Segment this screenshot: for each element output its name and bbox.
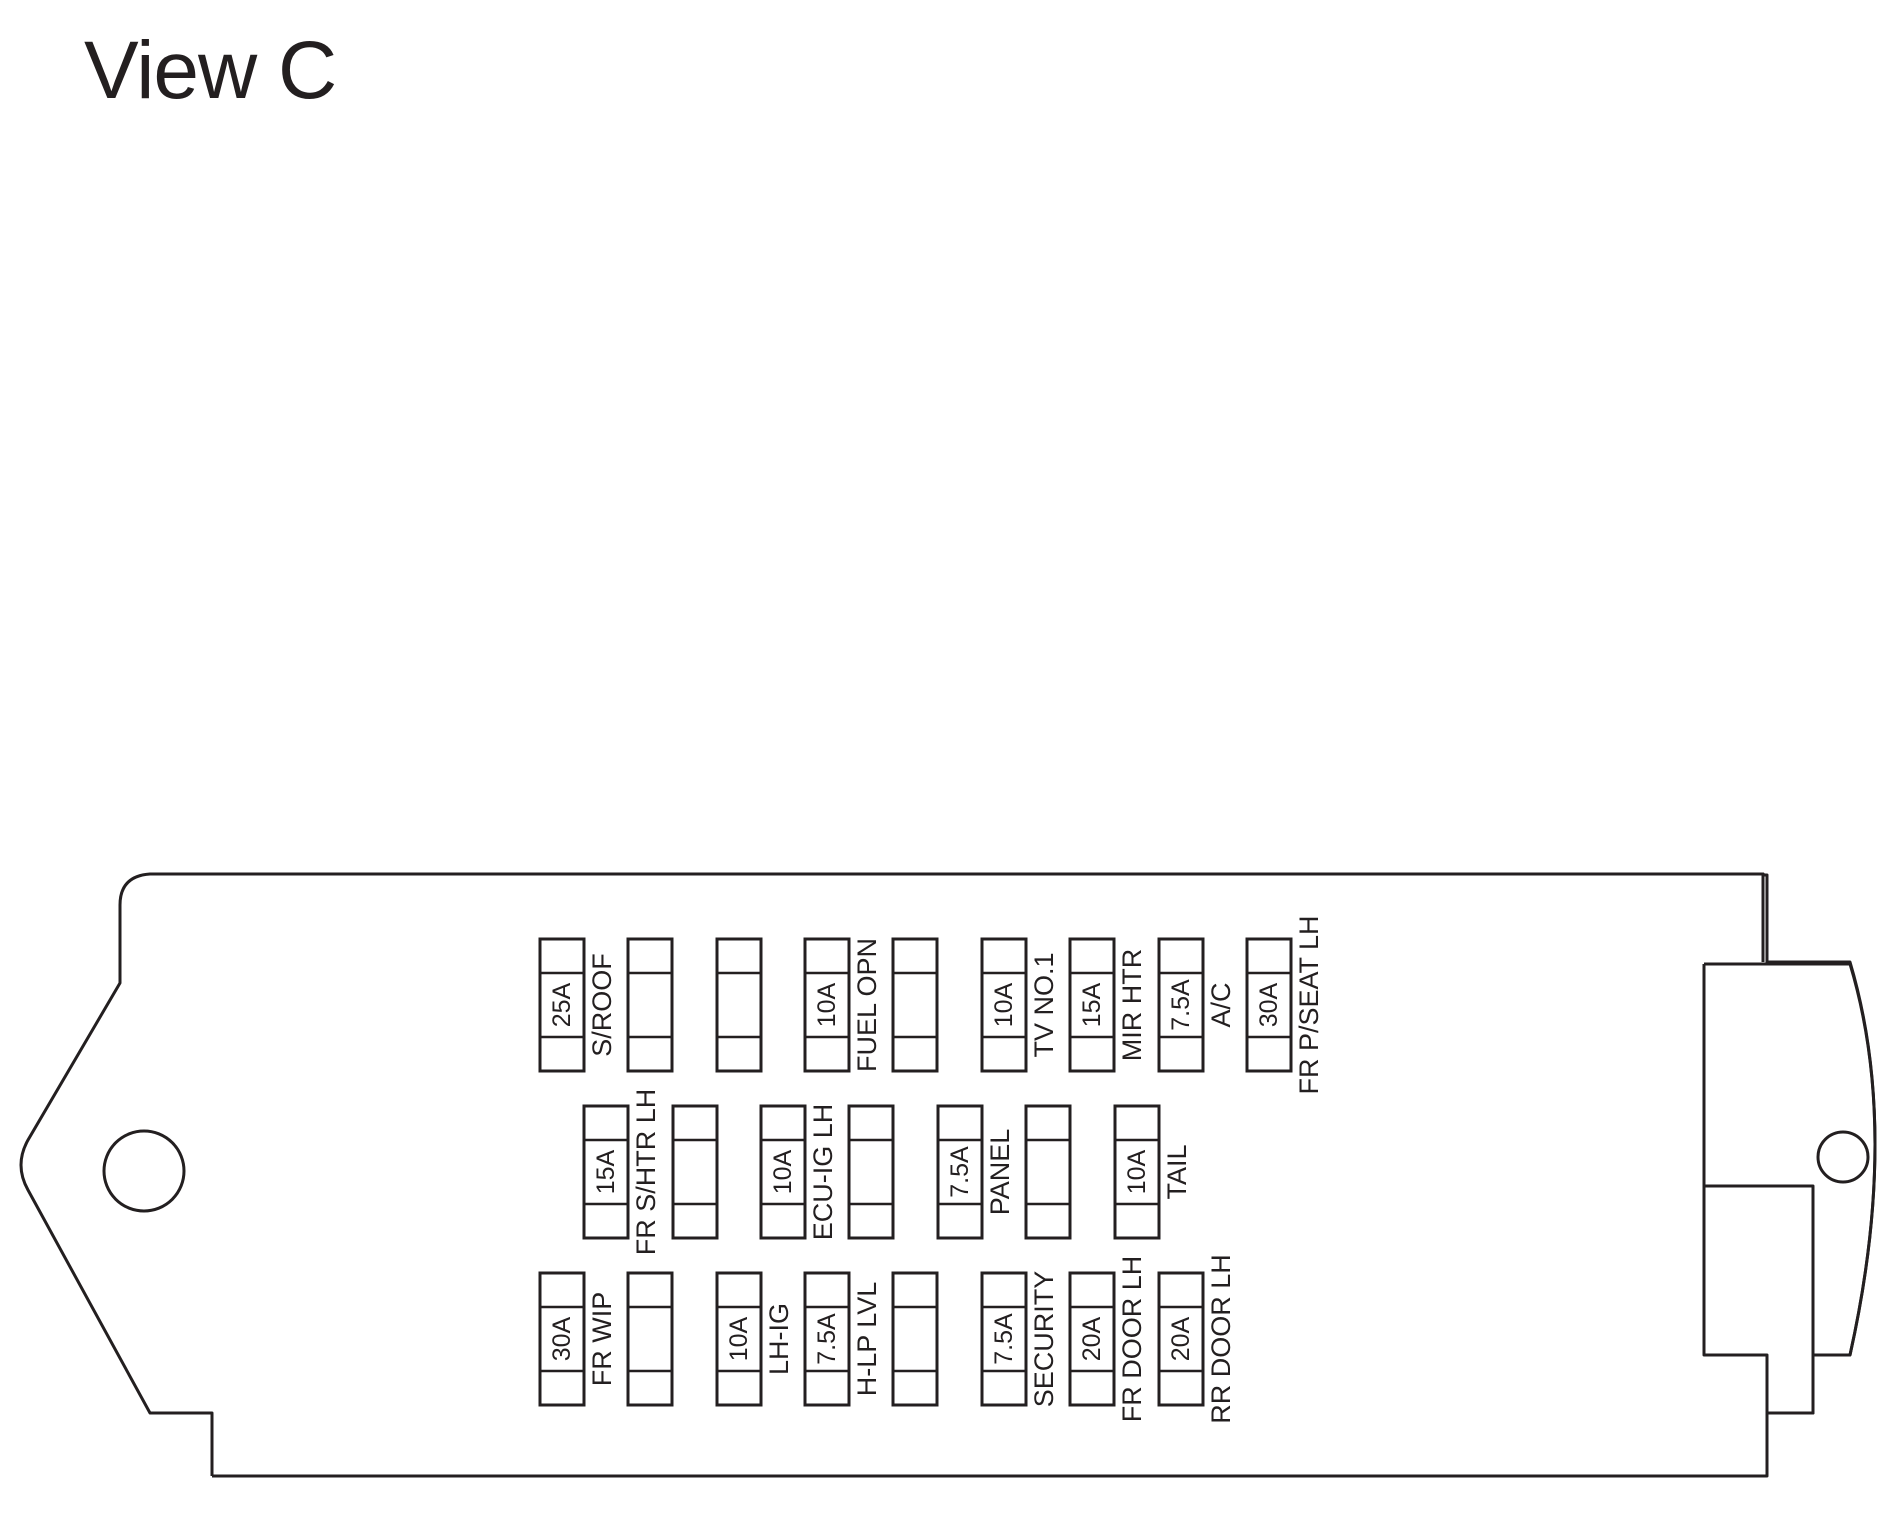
fuse-slot [891,937,939,1073]
mounting-hole-right [1816,1130,1870,1184]
fuse-label: MIR HTR [1117,949,1147,1061]
fuse-label: LH-IG [764,1303,794,1375]
fuse-label: H-LP LVL [852,1282,882,1397]
fuse-body [891,937,939,1073]
fuse-rating: 7.5A [990,1313,1018,1365]
fuse-body [538,1271,586,1407]
fuse-body [538,937,586,1073]
fuse-label: SECURITY [1029,1271,1059,1408]
fuse-body [626,1271,674,1407]
fuse-label: A/C [1206,982,1236,1027]
fuse-body [1157,937,1205,1073]
fuse-slot [626,937,674,1073]
fuse-slot: 30A FR WIP [538,1271,617,1407]
fuse-rating: 10A [990,982,1018,1027]
fuse-label: ECU-IG LH [808,1104,838,1241]
fuse-slot: 30A FR P/SEAT LH [1245,915,1324,1095]
fuse-slot: 7.5A SECURITY [980,1271,1059,1408]
fuse-rating: 30A [1255,982,1283,1027]
connector-block [1704,962,1877,1476]
fuse-label: FUEL OPN [852,938,882,1072]
fuse-body [980,1271,1028,1407]
fuse-body [803,937,851,1073]
fuse-rating: 15A [1078,982,1106,1027]
fuse-body [1245,937,1293,1073]
fuse-slot: 20A FR DOOR LH [1068,1256,1147,1423]
fuse-slot [1024,1104,1072,1240]
fuse-slot: 10A TV NO.1 [980,937,1059,1073]
fuse-rating: 7.5A [813,1313,841,1365]
fuse-label: FR S/HTR LH [631,1089,661,1256]
fuse-body [847,1104,895,1240]
mounting-hole-left [102,1129,186,1213]
fuse-label: S/ROOF [587,953,617,1057]
fuse-slot [715,937,763,1073]
fuse-body [936,1104,984,1240]
page-title: View C [84,25,337,116]
fuse-body [1068,1271,1116,1407]
fuse-rating: 7.5A [1167,979,1195,1031]
fuse-box-housing [19,872,1765,1476]
fuse-body [715,1271,763,1407]
fuse-body [759,1104,807,1240]
fuse-rating: 20A [1078,1316,1106,1361]
fuse-rating: 10A [725,1316,753,1361]
fuse-label: TAIL [1162,1144,1192,1199]
fuse-slot: 15A FR S/HTR LH [582,1089,661,1256]
fuse-body [671,1104,719,1240]
fuse-rating: 10A [769,1149,797,1194]
fuse-rating: 20A [1167,1316,1195,1361]
fuse-label: TV NO.1 [1029,952,1059,1057]
fuse-label: RR DOOR LH [1206,1254,1236,1424]
fuse-slot [626,1271,674,1407]
fuse-slot: 10A TAIL [1113,1104,1192,1240]
fuse-body [582,1104,630,1240]
connector-inner [1702,964,1815,1413]
fuse-body [891,1271,939,1407]
fuse-body [1113,1104,1161,1240]
fuse-rating: 15A [592,1149,620,1194]
fuse-body [1068,937,1116,1073]
fuse-slot [671,1104,719,1240]
fuse-slot [891,1271,939,1407]
fuse-rating: 10A [1123,1149,1151,1194]
fuse-body [1157,1271,1205,1407]
fuse-body [715,937,763,1073]
fuse-slot: 20A RR DOOR LH [1157,1254,1236,1424]
fuse-label: PANEL [985,1129,1015,1216]
fuse-label: FR DOOR LH [1117,1256,1147,1423]
fuse-rating: 10A [813,982,841,1027]
fuse-label: FR P/SEAT LH [1294,915,1324,1094]
fuse-slot [847,1104,895,1240]
fuse-label: FR WIP [587,1292,617,1387]
fuse-slot: 15A MIR HTR [1068,937,1147,1073]
fuse-slot: 25A S/ROOF [538,937,617,1073]
fuse-rating: 25A [548,982,576,1027]
fuse-slot: 10A ECU-IG LH [759,1104,838,1241]
fuse-body [803,1271,851,1407]
fuse-rating: 7.5A [946,1146,974,1198]
fuse-slot: 7.5A PANEL [936,1104,1015,1240]
fuse-rating: 30A [548,1316,576,1361]
fuse-body [1024,1104,1072,1240]
fuse-slot: 7.5A A/C [1157,937,1236,1073]
fuse-slot: 10A FUEL OPN [803,937,882,1073]
fuse-slot: 7.5A H-LP LVL [803,1271,882,1407]
fuse-body [980,937,1028,1073]
fuse-body [626,937,674,1073]
fuse-slot: 10A LH-IG [715,1271,794,1407]
